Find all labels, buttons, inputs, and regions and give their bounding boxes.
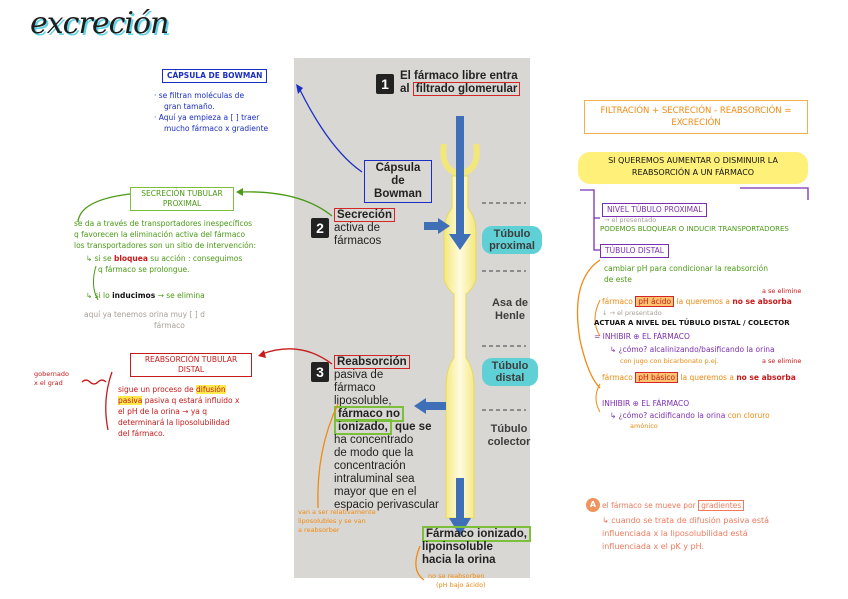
filtrate-arrow-shaft [456, 116, 464, 154]
acido-gray-note: ↓ → el presentado [602, 309, 662, 317]
gradiente-badge: A [586, 498, 600, 512]
ph-basico-box: pH básico [635, 372, 679, 383]
step-1-number: 1 [376, 74, 394, 94]
como-1: ↳ ¿cómo? alcalinizando/basificando la or… [610, 345, 775, 354]
step-2-number: 2 [311, 218, 329, 238]
secrecion-sub1: ↳ si se bloquea su acción : conseguimos … [86, 254, 243, 274]
tubulo-distal-note-label: túbulo distal [600, 244, 669, 258]
elimine-note-1: a se elimine [762, 287, 802, 295]
inhibir-2: inhibir ⊕ el fármaco [602, 399, 690, 408]
secrecion-sub2: ↳ si lo inducimos → se elimina [86, 291, 205, 300]
secrecion-notes: se da a través de transportadores inespe… [74, 219, 257, 250]
page-title: excreción [30, 6, 169, 41]
step-3-number: 3 [311, 362, 329, 382]
reabsorcion-notes: sigue un proceso de difusión pasiva pasi… [118, 385, 240, 438]
reabsorcion-box: Reabsorción [334, 355, 410, 369]
tubulo-proximal-label: Túbulo proximal [482, 226, 542, 254]
como-2: ↳ ¿cómo? acidificando la orina con cloru… [610, 411, 770, 420]
gradientes-box: gradientes [698, 500, 745, 511]
tubule-shape [443, 175, 477, 519]
step-3-text: Reabsorción pasiva de fármaco liposolubl… [334, 355, 439, 511]
step-1-text: El fármaco libre entra al filtrado glome… [400, 70, 521, 96]
liposolubles-note: van a ser relativamente liposolubles y s… [298, 508, 376, 534]
tubule-drawing [414, 116, 526, 536]
filtrado-glomerular-box: filtrado glomerular [412, 82, 521, 96]
como-2-sub2: amónico [630, 422, 658, 430]
secrecion-box: Secreción [334, 208, 395, 222]
farmaco-no-ionizado-box-1: fármaco no [334, 406, 404, 422]
reabsorcion-side-note: gobernado x el grad [34, 370, 69, 387]
step-2-text: Secreción activa de fármacos [334, 208, 395, 248]
asa-henle-label: Asa de Henle [491, 297, 529, 322]
farmaco-no-ionizado-box-2: ionizado, [334, 419, 392, 435]
goal-highlight: si queremos aumentar o disminuir la reab… [578, 152, 808, 184]
filtrate-arrow-head [449, 234, 471, 250]
farmaco-ionizado-text: Fármaco ionizado, lipoinsoluble hacia la… [422, 526, 531, 567]
basico-line: fármaco pH básico la queremos a no se ab… [602, 372, 796, 383]
secretion-arrow [424, 222, 438, 230]
no-reabsorben-note: no se reabsorben (pH bajo ácido) [428, 572, 486, 589]
proximal-text: podemos bloquear o inducir transportador… [600, 225, 789, 233]
distal-text: cambiar pH para condicionar la reabsorci… [604, 264, 768, 284]
gradiente-line: el fármaco se mueve por gradientes [602, 500, 832, 511]
tubulo-colector-label: Túbulo colector [487, 423, 531, 448]
nivel-proximal-label: nivel túbulo proximal [602, 203, 708, 217]
capsula-bowman-label: Cápsula de Bowman [364, 160, 432, 203]
proximal-gray-note: → el presentado [604, 216, 657, 224]
secrecion-note-label: secreción tubular proximal [130, 187, 234, 211]
reabsorption-arrow [426, 402, 446, 410]
inhibir-1: = inhibir ⊕ el fármaco [594, 332, 690, 341]
farmaco-ionizado-box: Fármaco ionizado, [422, 526, 531, 542]
elimine-note-2: a se elimine [762, 357, 802, 365]
formula-box: filtración + secreción - reabsorción = e… [584, 100, 808, 134]
tubulo-distal-label: Túbulo distal [482, 358, 538, 386]
bowman-notes: · se filtran moléculas de gran tamaño. ·… [154, 91, 269, 133]
ph-acido-box: pH ácido [635, 296, 675, 307]
reabsorcion-note-label: reabsorción tubular distal [130, 353, 252, 377]
acido-line: fármaco pH ácido la queremos a no se abs… [602, 296, 792, 307]
como-1-sub: con jugo con bicarbonato p.ej. [620, 357, 719, 365]
gradiente-notes: ↳ cuando se trata de difusión pasiva est… [602, 516, 770, 551]
actuar-text: actuar a nivel del túbulo distal / colec… [594, 319, 790, 327]
bowman-note-label: cápsula de bowman [162, 69, 268, 83]
secrecion-gray-note: aquí ya tenemos orina muy [ ] d fármaco [84, 310, 205, 330]
urine-arrow-head [449, 518, 471, 536]
